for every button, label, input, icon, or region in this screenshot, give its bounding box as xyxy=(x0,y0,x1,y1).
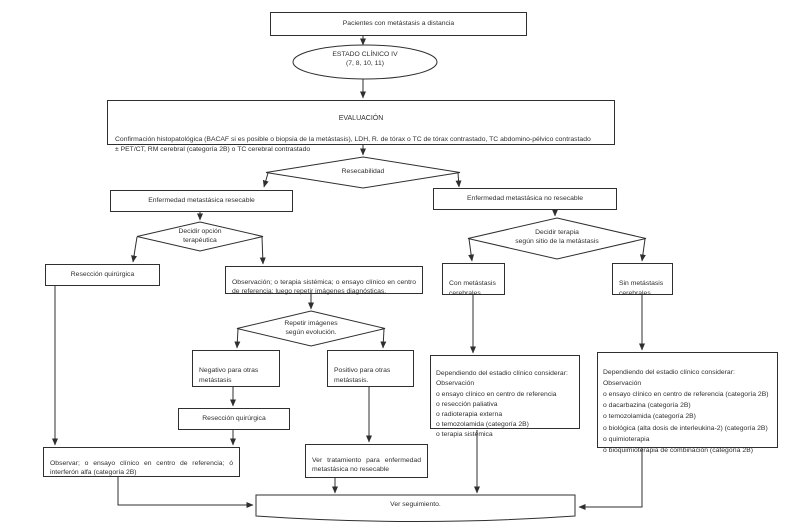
node-surgery-1: Resección quirúrgica xyxy=(45,264,160,286)
node-brain-options: Dependiendo del estadio clínico consider… xyxy=(430,355,580,438)
node-observation: Observación; o terapia sistémica; o ensa… xyxy=(225,266,423,295)
arrow-decide-therapy-to-without-brain xyxy=(639,238,646,262)
node-stage-ellipse: ESTADO CLÍNICO IV (7, 8, 10, 11) xyxy=(332,51,398,67)
arrow-repeat-to-negative xyxy=(234,328,241,349)
node-decide-therapy-diamond: Decidir terapia según sitio de la metást… xyxy=(515,229,599,245)
node-see-treatment: Ver tratamiento para enfermedad metastás… xyxy=(305,444,428,478)
arrow-resectability-to-resectable xyxy=(262,172,269,188)
node-surgery-2: Resección quirúrgica xyxy=(178,408,290,430)
node-without-brain-metastasis: Sin metástasis cerebrales xyxy=(612,263,673,297)
node-observation-label: Observación; o terapia sistémica; o ensa… xyxy=(232,278,416,295)
arrow-repeat-to-positive xyxy=(380,328,387,349)
node-decide-option-diamond: Decidir opción terapéutica xyxy=(178,228,222,244)
arrow-observe-to-followup xyxy=(117,477,254,508)
repeat-imaging-diamond-shape xyxy=(236,310,386,347)
node-resectability-diamond: Resecabilidad xyxy=(341,168,385,175)
node-unresectable-label: Enfermedad metastásica no resecable xyxy=(467,194,583,202)
node-negative: Negativo para otras metástasis xyxy=(192,350,280,387)
evaluation-body: Confirmación histopatológica (BACAF si e… xyxy=(115,136,591,153)
node-brain-options-label: Dependiendo del estadio clínico consider… xyxy=(436,370,568,439)
node-evaluation: EVALUACIÓN Confirmación histopatológica … xyxy=(107,100,615,153)
node-follow-up: Ver seguimiento. xyxy=(390,501,441,508)
arrow-resectability-to-unresectable xyxy=(455,172,462,188)
node-surgery-2-label: Resección quirúrgica xyxy=(202,414,266,422)
node-patients: Pacientes con metástasis a distancia xyxy=(270,12,527,36)
arrow-decide-therapy-to-with-brain xyxy=(468,238,475,262)
node-resectable-label: Enfermedad metastásica resecable xyxy=(148,196,255,204)
node-resectable: Enfermedad metastásica resecable xyxy=(110,190,293,212)
follow-up-shape xyxy=(255,494,576,522)
node-positive: Positivo para otras metástasis. xyxy=(327,350,414,387)
decide-therapy-diamond-shape xyxy=(467,217,647,260)
node-patients-label: Pacientes con metástasis a distancia xyxy=(342,19,455,27)
node-positive-label: Positivo para otras metástasis. xyxy=(334,367,391,384)
resectability-diamond-shape xyxy=(265,156,461,189)
arrow-decide-option-to-surgery1 xyxy=(131,236,138,263)
node-see-treatment-label: Ver tratamiento para enfermedad metastás… xyxy=(312,456,421,473)
node-with-brain-label: Con metástasis cerebrales xyxy=(449,280,496,297)
node-unresectable: Enfermedad metastásica no resecable xyxy=(433,188,617,210)
node-no-brain-options: Dependiendo del estadio clínico consider… xyxy=(597,352,778,454)
node-no-brain-options-label: Dependiendo del estadio clínico consider… xyxy=(603,369,769,454)
node-observe-interferon-label: Observar; o ensayo clínico en centro de … xyxy=(50,459,233,476)
arrow-decide-option-to-observation xyxy=(259,236,266,265)
node-surgery-1-label: Resección quirúrgica xyxy=(70,270,135,278)
arrow-no-brain-options-to-followup xyxy=(578,448,643,510)
node-with-brain-metastasis: Con metástasis cerebrales xyxy=(442,263,505,297)
node-observe-interferon: Observar; o ensayo clínico en centro de … xyxy=(43,447,240,477)
node-negative-label: Negativo para otras metástasis xyxy=(199,367,259,384)
evaluation-title: EVALUACIÓN xyxy=(338,114,384,122)
stage-ellipse-shape xyxy=(292,44,438,80)
node-without-brain-label: Sin metástasis cerebrales xyxy=(619,280,664,297)
decide-option-diamond-shape xyxy=(136,221,264,252)
node-repeat-imaging-diamond: Repetir imágenes según evolución. xyxy=(284,320,338,336)
